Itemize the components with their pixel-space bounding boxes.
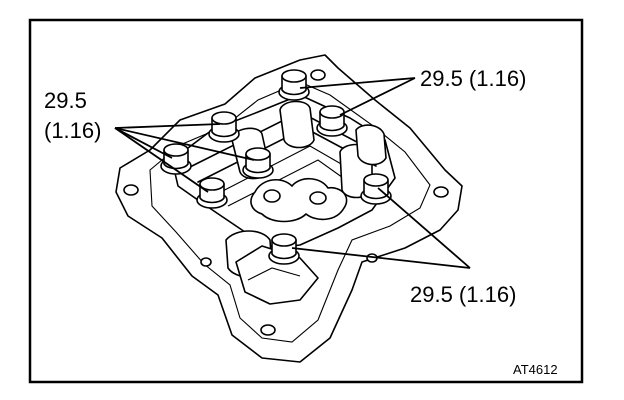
valve-body-illustration xyxy=(115,54,463,363)
mount-hole-bottom-left xyxy=(200,257,212,267)
leader-left-2 xyxy=(114,127,173,159)
leader-top-right-2 xyxy=(339,77,416,116)
bolt-upper-left xyxy=(208,111,240,143)
figure-frame xyxy=(28,18,584,384)
leader-left-1 xyxy=(114,123,221,129)
bolt-right xyxy=(360,173,392,205)
bolt-lower-left xyxy=(196,177,228,209)
leader-bottom-right-2 xyxy=(291,247,471,269)
bolt-left xyxy=(160,143,192,175)
torque-label-left-unit: (1.16) xyxy=(44,118,101,143)
mount-hole-top xyxy=(310,69,326,81)
leader-lines xyxy=(114,77,471,269)
mount-hole-right xyxy=(433,186,449,198)
lobed-cutout xyxy=(250,177,348,223)
mount-hole-left xyxy=(123,184,139,196)
mount-hole-bottom xyxy=(260,324,276,336)
bolt-top xyxy=(278,69,310,101)
figure-id: AT4612 xyxy=(513,362,558,377)
leader-left-4 xyxy=(114,127,209,193)
bolt-center xyxy=(242,147,274,179)
leader-bottom-right-1 xyxy=(377,187,471,269)
bolt-bottom xyxy=(268,233,300,265)
leader-left-3 xyxy=(114,127,255,161)
torque-label-left-value: 29.5 xyxy=(44,88,87,113)
leader-top-right-1 xyxy=(299,77,416,89)
torque-label-bottom-right: 29.5 (1.16) xyxy=(410,282,516,307)
bolt-upper-right xyxy=(316,105,348,137)
torque-label-top-right: 29.5 (1.16) xyxy=(420,66,526,91)
